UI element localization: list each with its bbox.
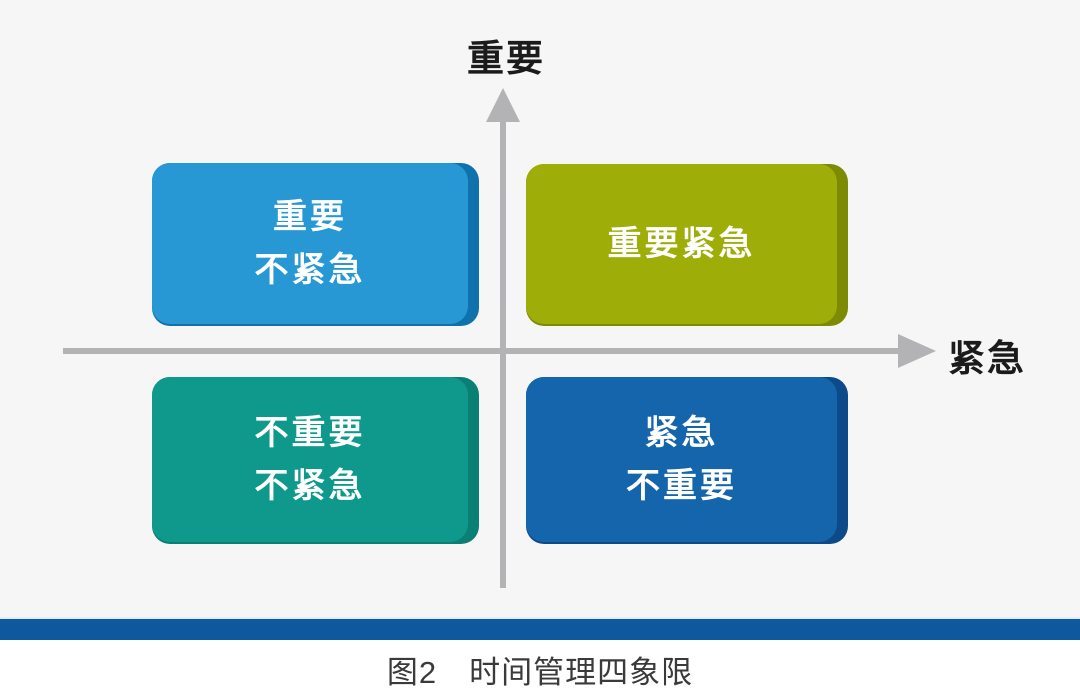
quadrant-urgent-not-important: 紧急 不重要 bbox=[526, 377, 848, 544]
quadrant-label-line: 重要 bbox=[273, 197, 347, 236]
x-axis-arrow-icon bbox=[898, 334, 936, 368]
quadrant-face: 重要紧急 bbox=[526, 164, 837, 324]
y-axis-label: 重要 bbox=[467, 38, 545, 79]
quadrant-label-line: 不重要 bbox=[626, 466, 737, 505]
quadrant-label-line: 不重要 bbox=[254, 413, 366, 452]
quadrant-label-line: 紧急 bbox=[644, 413, 719, 452]
quadrant-label-line: 重要紧急 bbox=[607, 224, 756, 263]
quadrant-diagram: 重要 紧急 重要 不紧急 重要紧急 不重要 不紧急 紧急 不重要 bbox=[63, 38, 1026, 588]
figure-caption: 图2 时间管理四象限 bbox=[386, 655, 694, 690]
quadrant-important-not-urgent: 重要 不紧急 bbox=[152, 163, 479, 326]
quadrant-not-important-not-urgent: 不重要 不紧急 bbox=[152, 377, 479, 544]
quadrant-face: 紧急 不重要 bbox=[526, 377, 837, 542]
figure-caption-area: 图2 时间管理四象限 bbox=[0, 640, 1080, 699]
quadrant-face: 重要 不紧急 bbox=[152, 163, 468, 324]
y-axis-arrow-icon bbox=[486, 88, 520, 122]
x-axis-label: 紧急 bbox=[948, 338, 1026, 379]
divider-bar bbox=[0, 617, 1080, 640]
x-axis-line bbox=[63, 348, 901, 354]
quadrant-label-line: 不紧急 bbox=[254, 466, 366, 505]
quadrant-important-urgent: 重要紧急 bbox=[526, 164, 848, 326]
quadrant-label-line: 不紧急 bbox=[254, 250, 366, 289]
quadrant-face: 不重要 不紧急 bbox=[152, 377, 468, 542]
